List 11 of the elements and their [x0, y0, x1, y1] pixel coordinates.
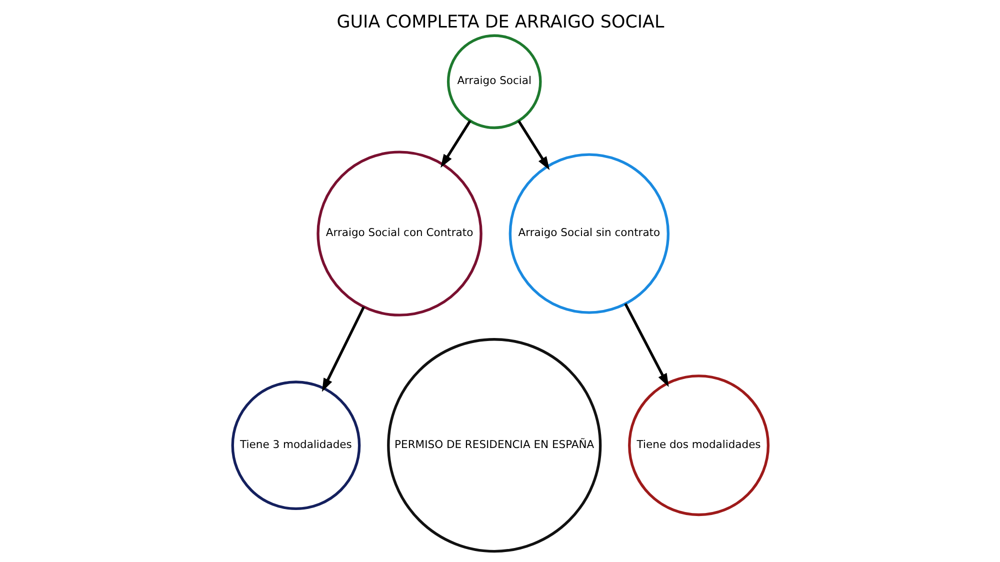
arrow [440, 120, 471, 168]
arrow [321, 306, 364, 392]
node-circle: Tiene dos modalidades [628, 374, 770, 516]
diagram-title: GUIA COMPLETA DE ARRAIGO SOCIAL [336, 12, 664, 32]
node-circle: Arraigo Social sin contrato [508, 153, 670, 314]
arrow [517, 120, 550, 170]
arrow [624, 303, 668, 387]
node-circle: Arraigo Social [446, 34, 542, 130]
node-circle: Tiene 3 modalidades [230, 380, 360, 510]
node-circle: Arraigo Social con Contrato [316, 150, 482, 316]
node-circle: PERMISO DE RESIDENCIA EN ESPAÑA [386, 338, 602, 553]
